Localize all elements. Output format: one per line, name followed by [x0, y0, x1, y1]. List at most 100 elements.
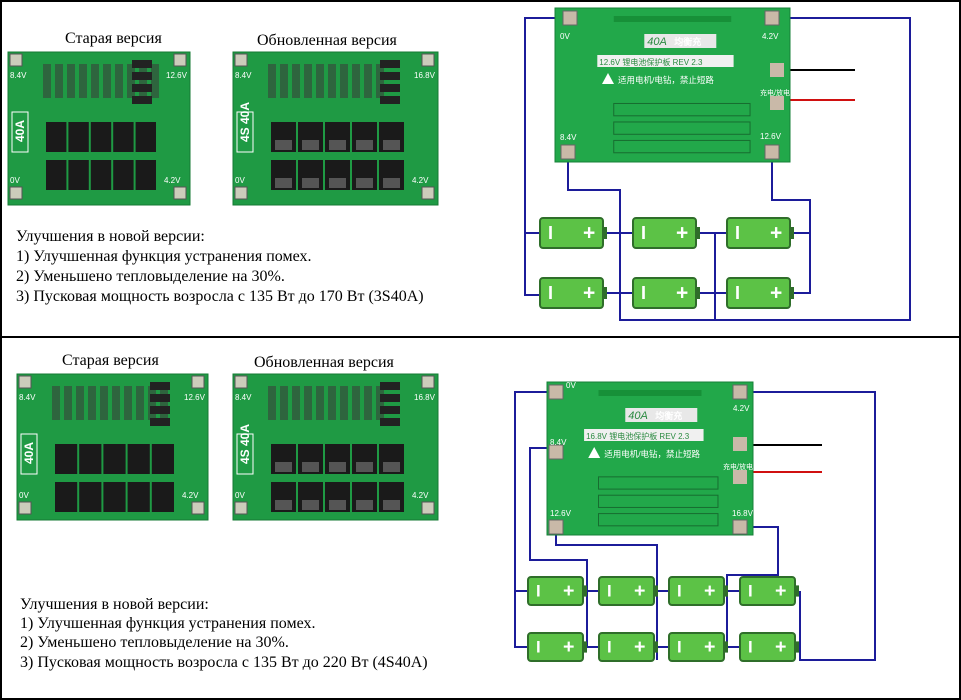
pad-label: 4.2V — [164, 176, 181, 185]
battery-terminal — [795, 641, 799, 653]
pad-label: 4.2V — [412, 176, 429, 185]
solder-pad — [562, 10, 578, 26]
mosfet-tab — [383, 462, 400, 472]
smd-components — [280, 386, 288, 420]
smd-components — [328, 386, 336, 420]
smd-components — [100, 386, 108, 420]
mosfet-tab — [356, 500, 373, 510]
mosfet-tab — [302, 462, 319, 472]
battery-plus-label: + — [583, 222, 595, 245]
mosfet — [135, 160, 156, 190]
smd-components — [268, 64, 276, 98]
battery-terminal — [790, 287, 794, 299]
pcb-trace — [613, 121, 751, 135]
mosfet — [68, 160, 89, 190]
resistor — [132, 84, 152, 92]
wire — [514, 391, 556, 648]
battery-minus-label: I — [748, 582, 753, 601]
smd-components — [127, 64, 135, 98]
pad-label: 8.4V — [10, 71, 27, 80]
battery-terminal — [654, 641, 658, 653]
smd-components — [328, 64, 336, 98]
badge-label: 均衡充 — [674, 36, 701, 47]
battery-plus-label: + — [770, 282, 782, 305]
battery-minus-label: I — [735, 283, 740, 303]
mosfet — [55, 444, 78, 474]
badge-label: 均衡充 — [655, 410, 682, 421]
wire — [771, 152, 811, 294]
smd-components — [292, 386, 300, 420]
smd-components — [76, 386, 84, 420]
badge-box — [644, 34, 717, 48]
side-label: 4S 40A — [238, 424, 252, 464]
battery-minus-label: I — [748, 638, 753, 657]
mosfet-tab — [329, 500, 346, 510]
battery-plus-label: + — [775, 636, 786, 658]
solder-pad — [9, 186, 23, 200]
smd-components — [55, 64, 63, 98]
mosfet — [127, 444, 150, 474]
pad-label: 12.6V — [166, 71, 188, 80]
pcb-trace — [598, 494, 719, 508]
smd-components — [67, 64, 75, 98]
negative-pad — [770, 63, 784, 77]
battery-cell: I+ — [527, 632, 587, 662]
improvement-item: 3) Пусковая мощность возросла с 135 Вт д… — [20, 654, 428, 671]
pad-label: 8.4V — [550, 438, 567, 447]
smd-components — [124, 386, 132, 420]
battery-plus-label: + — [583, 282, 595, 305]
battery-terminal — [654, 585, 658, 597]
smd-components — [376, 386, 384, 420]
pad-label: 12.6V — [184, 393, 206, 402]
charge-label: 充电/放电 — [723, 462, 753, 471]
badge-label: 40A — [628, 410, 648, 422]
smd-components — [160, 386, 168, 420]
battery-terminal — [603, 287, 607, 299]
side-label: 40A — [22, 442, 36, 464]
smd-components — [64, 386, 72, 420]
battery-minus-label: I — [677, 582, 682, 601]
resistor — [132, 96, 152, 104]
improvements-heading: Улучшения в новой версии: — [20, 596, 209, 613]
smd-components — [364, 64, 372, 98]
smd-components — [139, 64, 147, 98]
positive-pad — [733, 470, 747, 484]
battery-terminal — [583, 641, 587, 653]
badge-label: 40A — [647, 36, 667, 48]
mosfet-tab — [329, 178, 346, 188]
solder-pad — [560, 144, 576, 160]
battery-plus-label: + — [634, 580, 645, 602]
pad-label: 8.4V — [235, 393, 252, 402]
smd-components — [352, 386, 360, 420]
resistor — [380, 72, 400, 80]
resistor — [150, 418, 170, 426]
mosfet — [151, 444, 174, 474]
resistor — [380, 96, 400, 104]
battery-cell: I+ — [632, 277, 700, 309]
improvement-item: 2) Уменьшено тепловыделение на 30%. — [20, 634, 289, 651]
old-version-title: Старая версия — [65, 30, 162, 47]
battery-terminal — [790, 227, 794, 239]
smd-components — [103, 64, 111, 98]
battery-terminal — [583, 585, 587, 597]
warning-icon — [588, 447, 601, 458]
pcb-trace — [613, 16, 732, 22]
battery-minus-label: I — [548, 223, 553, 243]
battery-terminal — [603, 227, 607, 239]
mosfet-tab — [302, 140, 319, 150]
mosfet — [46, 160, 67, 190]
new-version-title: Обновленная версия — [254, 354, 395, 371]
mosfet-tab — [302, 178, 319, 188]
pad-label: 8.4V — [235, 71, 252, 80]
battery-terminal — [724, 641, 728, 653]
resistor — [380, 418, 400, 426]
pad-label: 8.4V — [560, 133, 577, 142]
mosfet-tab — [383, 178, 400, 188]
mosfet-tab — [356, 462, 373, 472]
pad-label: 16.8V — [414, 393, 436, 402]
smd-components — [268, 386, 276, 420]
battery-minus-label: I — [677, 638, 682, 657]
